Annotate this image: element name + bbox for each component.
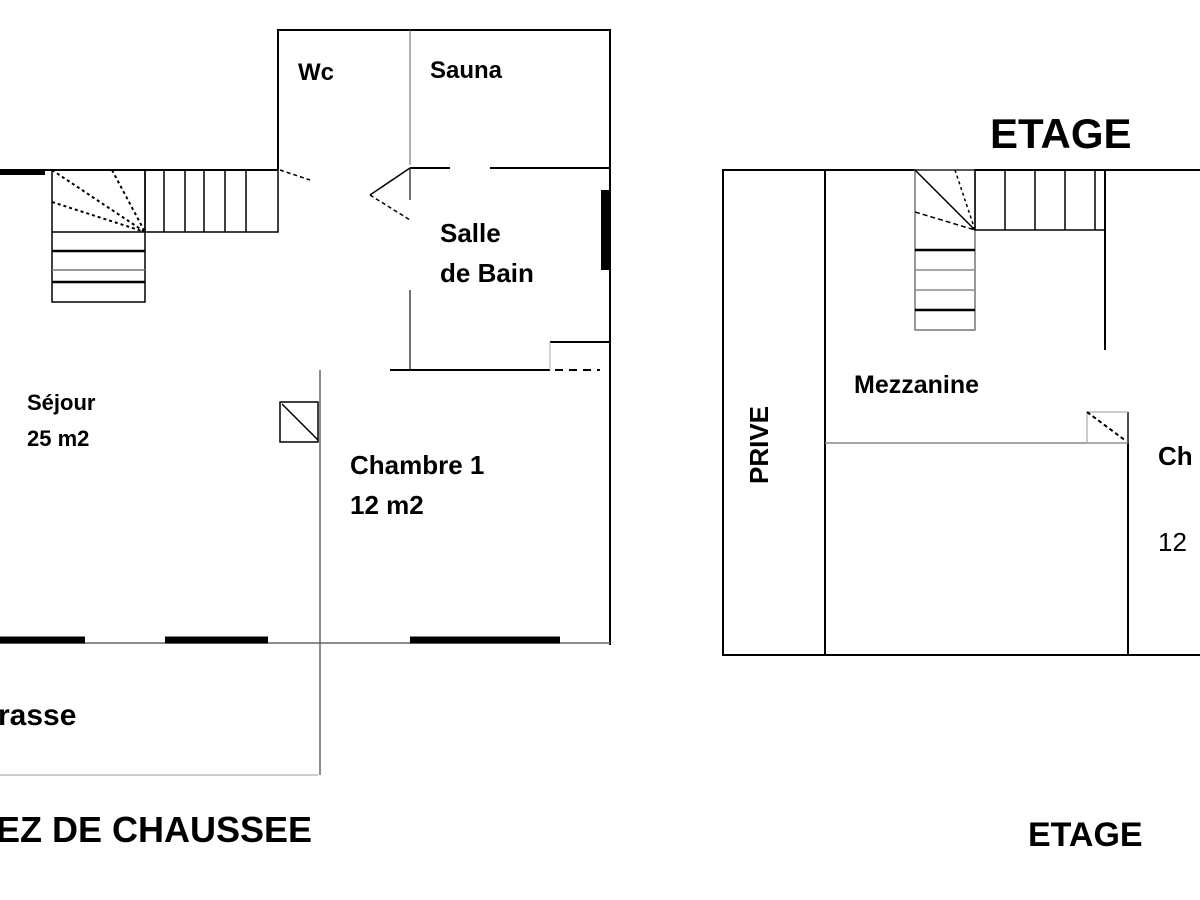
room-label-wc: Wc — [298, 59, 334, 86]
upper-floor-title-top: ETAGE — [990, 110, 1132, 157]
ground-floor-staircase — [51, 169, 279, 303]
ground-floor-title: EZ DE CHAUSSEE — [0, 809, 312, 850]
room-label-private: PRIVE — [744, 406, 774, 484]
room-area-bedroom2: 12 — [1158, 527, 1187, 557]
room-area-bedroom1: 12 m2 — [350, 490, 424, 520]
room-label-bedroom2: Ch — [1158, 441, 1193, 471]
ground-floor-walls — [0, 29, 611, 776]
room-label-terrace: rasse — [0, 699, 76, 732]
room-label-sauna: Sauna — [430, 57, 503, 84]
room-label-living: Séjour — [27, 390, 96, 415]
room-area-living: 25 m2 — [27, 426, 89, 451]
upper-floor-title-bottom: ETAGE — [1028, 816, 1143, 854]
room-label-bathroom-line1: Salle — [440, 218, 501, 248]
upper-floor-walls — [722, 169, 1200, 656]
room-label-bathroom-line2: de Bain — [440, 258, 534, 288]
room-label-bedroom1: Chambre 1 — [350, 450, 484, 480]
upper-floor-staircase — [914, 169, 1106, 331]
room-label-mezzanine: Mezzanine — [854, 371, 979, 399]
